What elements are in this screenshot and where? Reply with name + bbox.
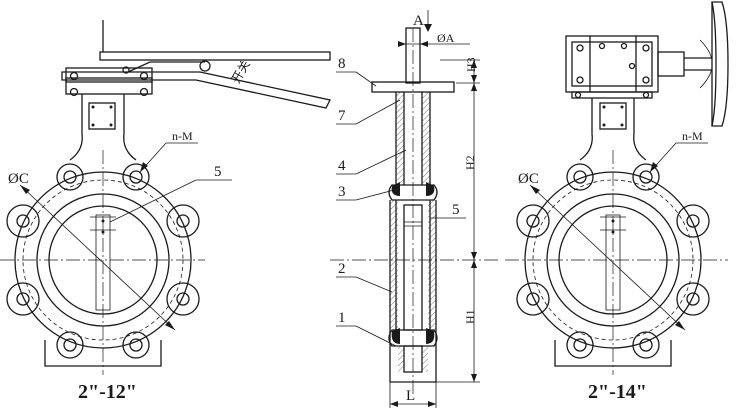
- dim-l: L: [406, 388, 415, 404]
- view-marker-label: A: [413, 13, 424, 29]
- dim-h2: H2: [463, 155, 477, 170]
- right-caption: 2"-14": [588, 381, 647, 403]
- gearbox: [565, 35, 659, 99]
- lug-body: [0, 142, 232, 375]
- dim-stem-diameter: ØA: [437, 31, 455, 45]
- part-label-4: 4: [338, 158, 346, 174]
- part-label-7: 7: [338, 108, 346, 124]
- valve-neck: [69, 94, 137, 161]
- right-lug-body: [505, 142, 728, 375]
- left-dim-holes: n-M: [172, 129, 193, 143]
- dim-h3: H3: [464, 57, 478, 72]
- lever-handle: 开关: [61, 20, 331, 109]
- right-valve-neck: [579, 98, 647, 161]
- section-view: A ØA: [330, 10, 500, 408]
- view-marker-a: [424, 10, 432, 32]
- height-dimensions: [436, 59, 480, 383]
- part-label-3: 3: [338, 184, 346, 200]
- right-dim-holes: n-M: [682, 129, 703, 143]
- left-part-callout: 5: [214, 164, 222, 180]
- left-valve-view: 开关: [0, 20, 331, 403]
- right-dim-diameter: ØC: [518, 171, 539, 187]
- part-leaders: [336, 71, 466, 347]
- handwheel: [657, 1, 729, 127]
- part-label-8: 8: [338, 56, 346, 72]
- right-valve-view: ØC n-M 2"-14": [505, 1, 729, 403]
- handle-label: 开关: [229, 58, 253, 86]
- part-label-5: 5: [452, 202, 460, 218]
- part-label-1: 1: [338, 310, 346, 326]
- part-label-2: 2: [338, 261, 346, 277]
- dim-h1: H1: [463, 309, 477, 324]
- left-dim-diameter: ØC: [8, 171, 29, 187]
- left-caption: 2"-12": [78, 381, 137, 403]
